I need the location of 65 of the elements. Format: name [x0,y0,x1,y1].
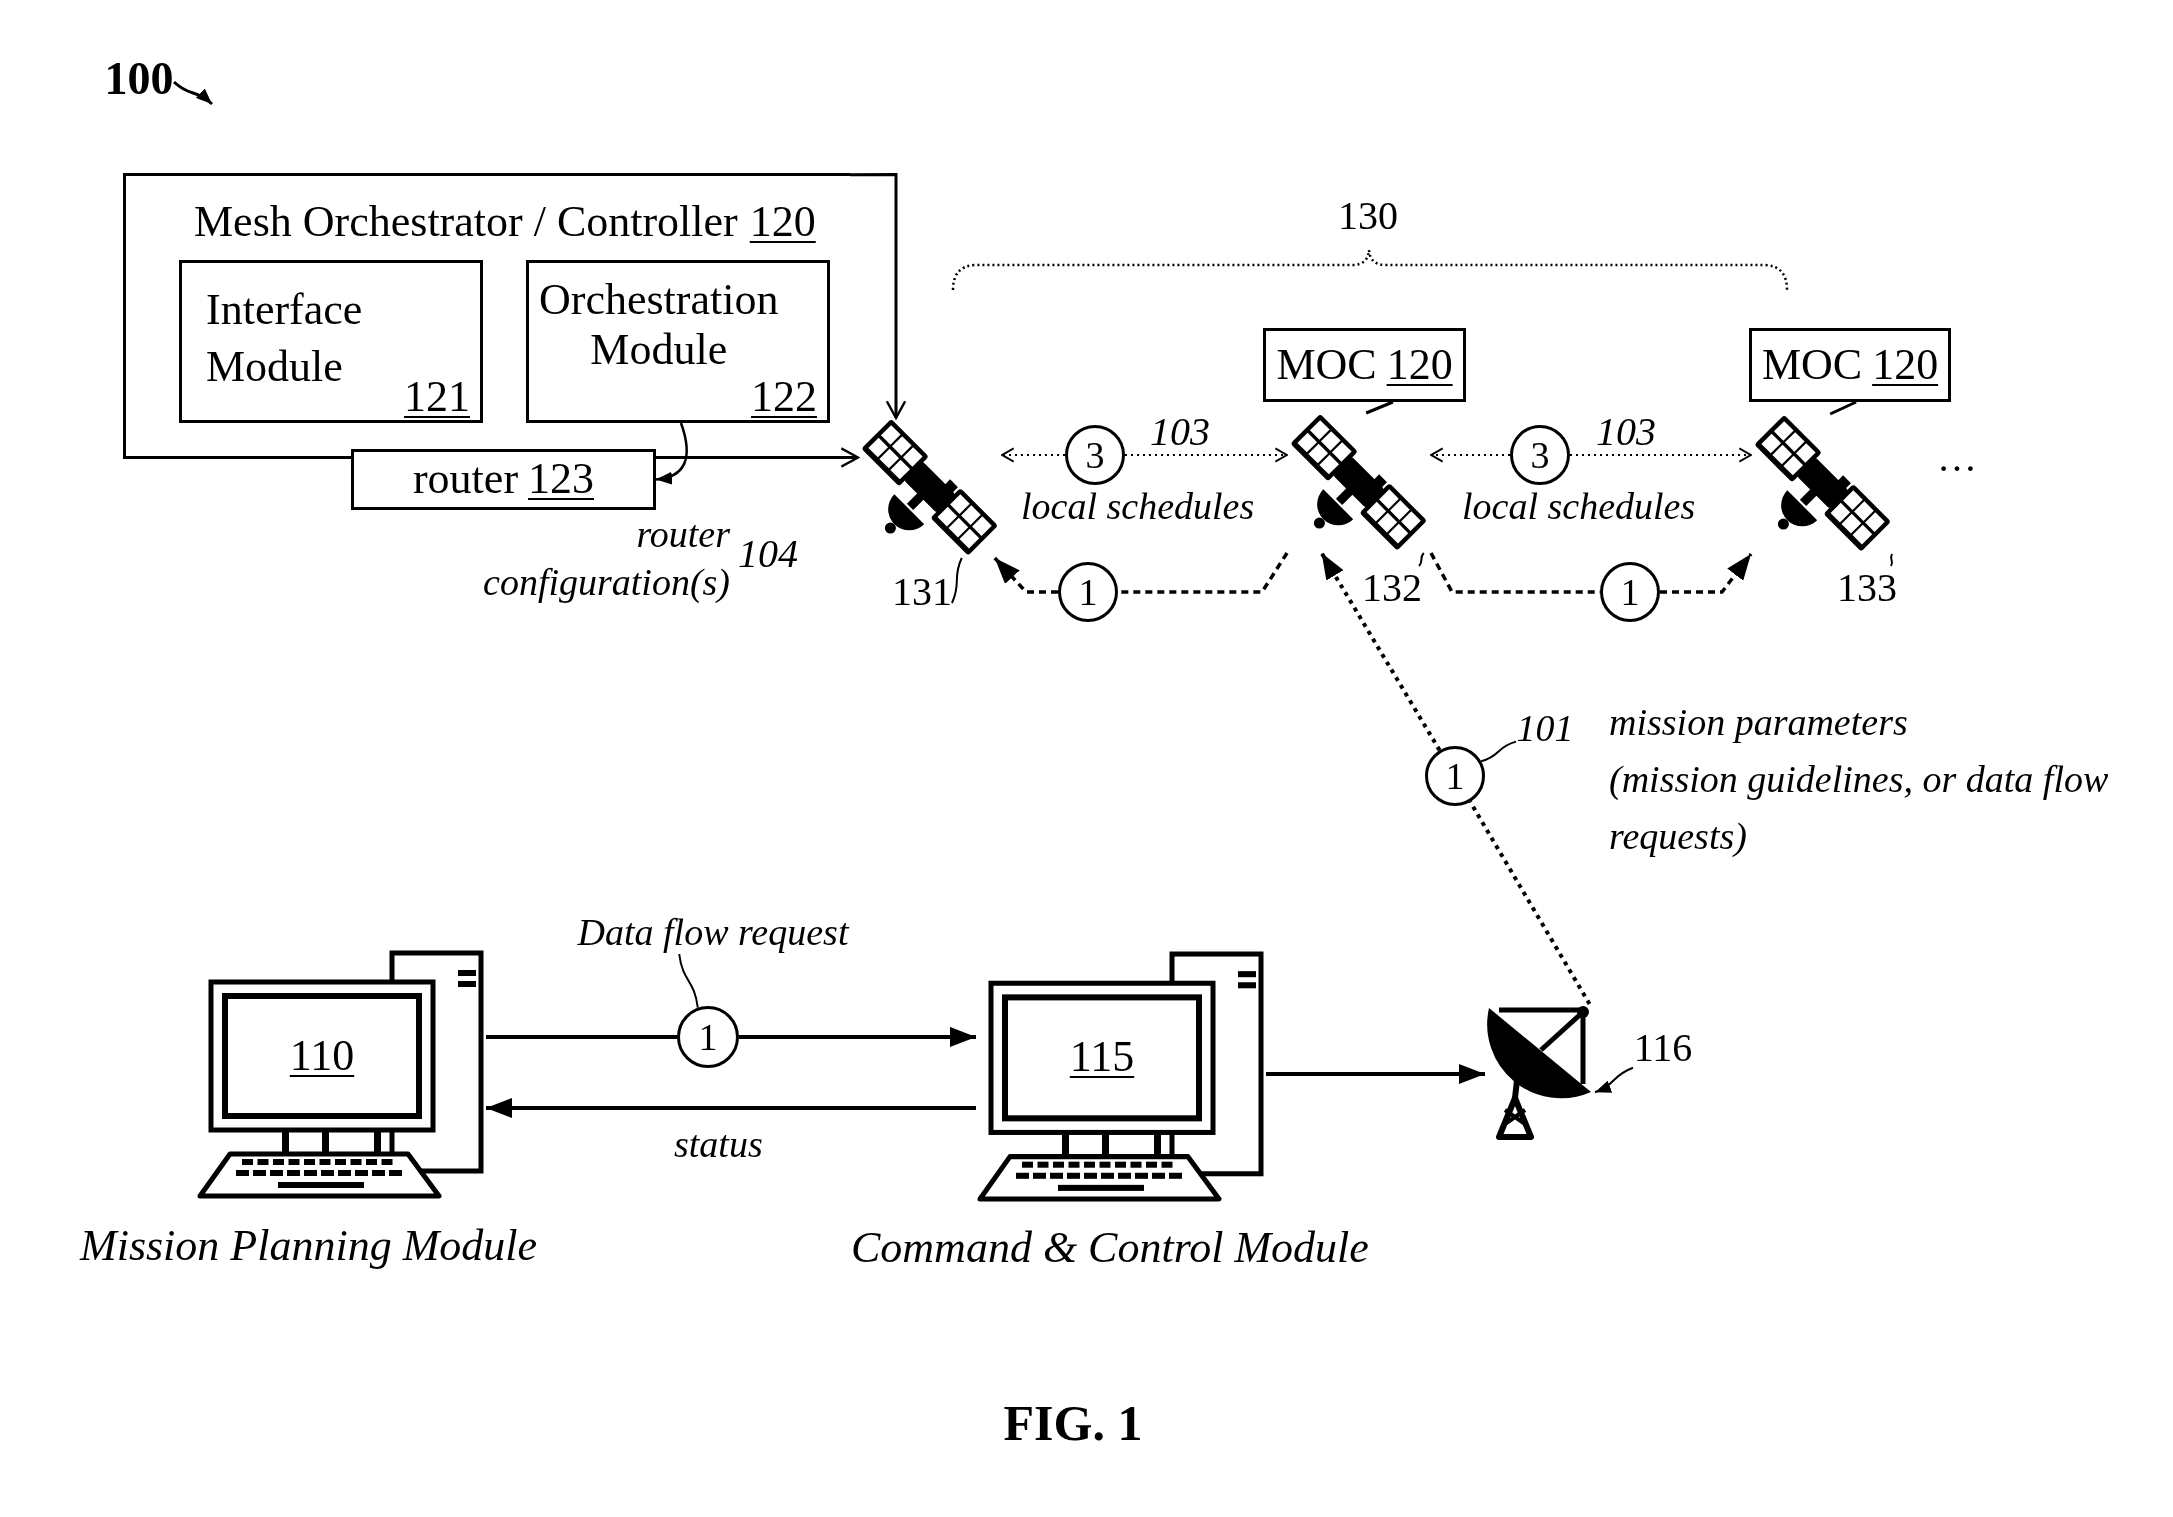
reference-number: 120 [1872,340,1939,390]
annotation-text: local schedules [1021,486,1255,528]
step-number: 1 [1058,562,1118,622]
connector-line [1829,400,1857,416]
component-box [351,449,656,510]
arrow [1319,551,1442,752]
arrow [1430,448,1511,462]
ellipsis-text: … [1937,436,1977,480]
reference-number: 104 [738,532,798,576]
leader-line [951,557,963,604]
annotation-text: local schedules [1462,486,1696,528]
box-label: MOC [1761,340,1863,390]
box-title: Mesh Orchestrator / Controller [194,198,738,247]
arrow [850,173,906,420]
module-label: Interface Module [206,284,364,393]
flow-label: Data flow request [572,912,854,954]
reference-number: 120 [749,198,816,247]
arrow [993,556,1058,594]
arrow [486,1098,976,1118]
annotation-text: (mission guidelines, or data flow requests) [1609,757,2110,859]
arrow [655,422,688,485]
arrow [1001,448,1066,462]
reference-number: 101 [1516,708,1574,750]
leader-line [1889,553,1894,567]
reference-number: 131 [892,570,952,614]
leader-arrow [1594,1066,1634,1094]
reference-number: 116 [1633,1026,1693,1070]
reference-number: 120 [1386,340,1453,390]
annotation-text: mission parameters [1609,700,1908,745]
controller-box [123,173,850,459]
reference-number: 121 [404,377,470,417]
reference-number: 130 [1338,194,1398,238]
arrow [1660,552,1753,594]
reference-number: 133 [1837,566,1897,610]
component-box [1749,328,1951,402]
caption-text: Command & Control Module [851,1224,1369,1273]
box-label: MOC [1276,340,1377,390]
arrow [739,1026,976,1047]
connector-line [486,1035,677,1039]
reference-number: 110 [289,1034,355,1078]
connector-line [1118,552,1289,594]
reference-number: 132 [1362,566,1422,610]
box-label: router [412,455,519,504]
reference-arrow [173,80,213,106]
caption-text: Mission Planning Module [80,1222,538,1271]
arrow [1124,448,1288,462]
figure-caption: FIG. 1 [1003,1396,1143,1451]
step-number: 3 [1510,425,1570,485]
connector-line [1468,800,1592,1005]
component-box [1263,328,1466,402]
step-number: 3 [1065,425,1125,485]
reference-number: 100 [104,54,174,105]
step-number: 1 [1425,746,1485,806]
module-label: Orchestration Module [539,275,779,375]
step-number: 1 [1600,562,1660,622]
arrow [1266,1064,1485,1084]
reference-number: 115 [1069,1035,1135,1079]
module-box [526,260,830,423]
module-box [179,260,483,423]
reference-number: 123 [528,455,595,504]
reference-number: 122 [751,377,817,417]
arrow [1569,448,1752,462]
step-number: 1 [677,1006,739,1068]
leader-line [1418,552,1425,567]
connector-line [1365,400,1394,415]
